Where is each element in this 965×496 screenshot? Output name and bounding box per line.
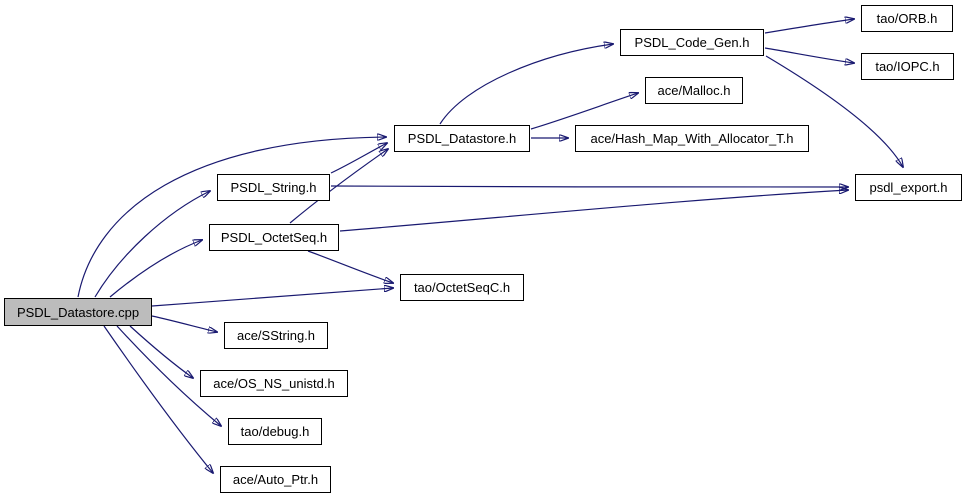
edge-psdl-code-gen-h-to-tao-iopc-h [764,47,854,63]
node-tao-orb-h[interactable]: tao/ORB.h [861,5,953,32]
edge-psdl-datastore-cpp-to-ace-sstring-h [151,315,217,332]
edge-psdl-datastore-cpp-to-psdl-string-h [94,191,210,298]
node-ace-os-ns-unistd-h[interactable]: ace/OS_NS_unistd.h [200,370,348,397]
node-psdl-octetseq-h[interactable]: PSDL_OctetSeq.h [209,224,339,251]
node-psdl-export-h[interactable]: psdl_export.h [855,174,962,201]
node-ace-malloc-h[interactable]: ace/Malloc.h [645,77,743,104]
node-psdl-code-gen-h[interactable]: PSDL_Code_Gen.h [620,29,764,56]
edge-psdl-datastore-cpp-to-tao-debug-h [116,325,221,426]
edge-psdl-datastore-cpp-to-tao-octetseqc-h [151,288,393,307]
edge-psdl-code-gen-h-to-psdl-export-h [765,55,903,167]
node-ace-auto-ptr-h[interactable]: ace/Auto_Ptr.h [220,466,331,493]
edge-psdl-datastore-h-to-ace-malloc-h [530,93,638,130]
edge-psdl-datastore-cpp-to-psdl-octetseq-h [109,240,202,298]
edge-psdl-octetseq-h-to-psdl-export-h [339,190,848,232]
edge-psdl-string-h-to-psdl-export-h [330,186,848,187]
edge-psdl-datastore-cpp-to-ace-os-ns-unistd-h [129,325,193,378]
edge-psdl-octetseq-h-to-tao-octetseqc-h [307,250,393,283]
edge-psdl-datastore-cpp-to-ace-auto-ptr-h [103,325,213,473]
edge-psdl-datastore-h-to-psdl-code-gen-h [439,44,613,125]
node-ace-sstring-h[interactable]: ace/SString.h [224,322,328,349]
edge-psdl-code-gen-h-to-tao-orb-h [764,19,854,34]
edge-psdl-octetseq-h-to-psdl-datastore-h [289,149,388,224]
edge-psdl-datastore-cpp-to-psdl-datastore-h [77,137,386,298]
edge-psdl-string-h-to-psdl-datastore-h [330,143,387,174]
node-psdl-datastore-h[interactable]: PSDL_Datastore.h [394,125,530,152]
node-tao-debug-h[interactable]: tao/debug.h [228,418,322,445]
node-psdl-string-h[interactable]: PSDL_String.h [217,174,330,201]
node-tao-octetseqc-h[interactable]: tao/OctetSeqC.h [400,274,524,301]
node-ace-hash-map-with-allocator-t-h[interactable]: ace/Hash_Map_With_Allocator_T.h [575,125,809,152]
node-psdl-datastore-cpp: PSDL_Datastore.cpp [4,298,152,326]
node-tao-iopc-h[interactable]: tao/IOPC.h [861,53,954,80]
